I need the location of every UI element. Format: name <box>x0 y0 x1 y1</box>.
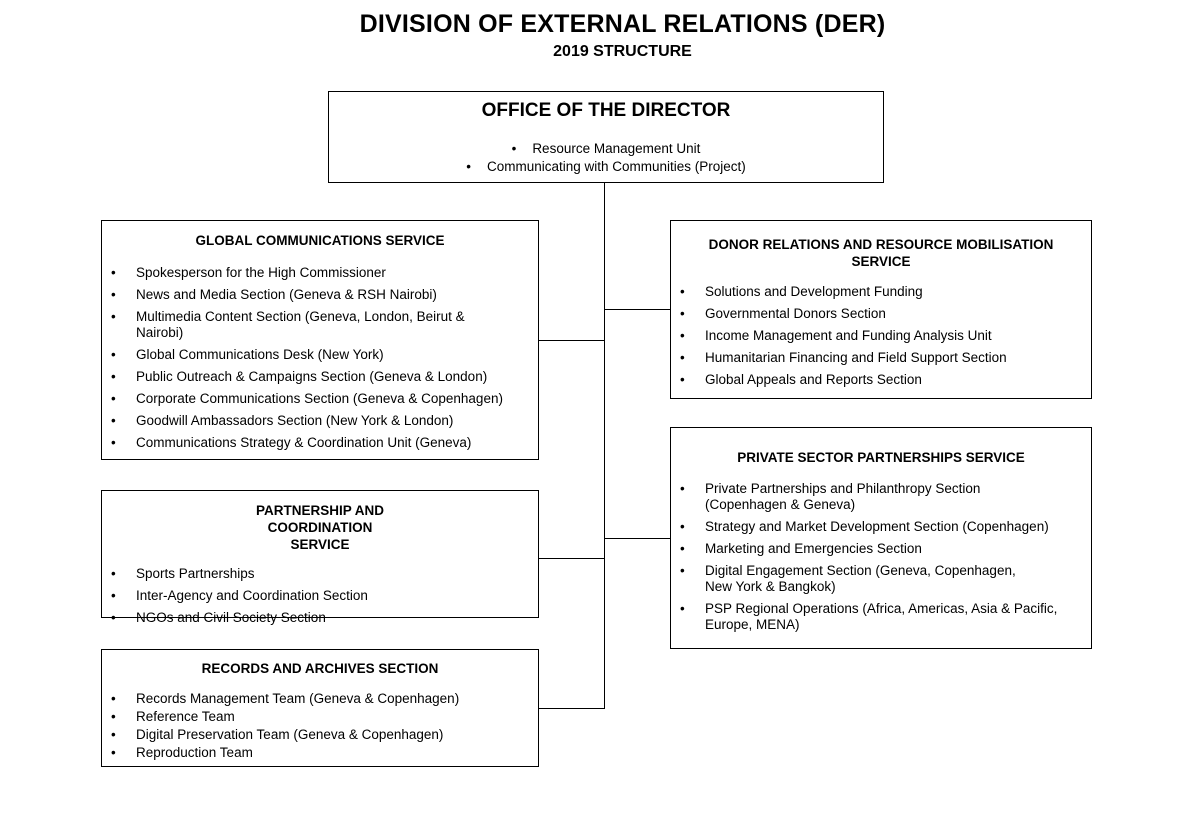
list-item: Strategy and Market Development Section … <box>671 519 1091 535</box>
partnership-coordination-box: PARTNERSHIP AND COORDINATION SERVICE Spo… <box>101 490 539 626</box>
list-item: Marketing and Emergencies Section <box>671 541 1091 557</box>
global-communications-title: GLOBAL COMMUNICATIONS SERVICE <box>195 233 445 248</box>
page-subtitle: 2019 STRUCTURE <box>553 43 692 60</box>
list-item: Private Partnerships and Philanthropy Se… <box>671 481 1091 513</box>
global-communications-box: GLOBAL COMMUNICATIONS SERVICE Spokespers… <box>101 220 539 460</box>
list-item: Corporate Communications Section (Geneva… <box>102 391 538 407</box>
connector-gcs <box>539 340 605 341</box>
records-archives-title: RECORDS AND ARCHIVES SECTION <box>201 661 439 676</box>
office-of-director-title: OFFICE OF THE DIRECTOR <box>481 100 731 121</box>
list-item: Public Outreach & Campaigns Section (Gen… <box>102 369 538 385</box>
list-item: Income Management and Funding Analysis U… <box>671 328 1091 344</box>
list-item: Records Management Team (Geneva & Copenh… <box>102 691 538 707</box>
private-sector-title: PRIVATE SECTOR PARTNERSHIPS SERVICE <box>737 450 1025 465</box>
list-item: Digital Engagement Section (Geneva, Cope… <box>671 563 1091 595</box>
list-item: Sports Partnerships <box>102 566 538 582</box>
list-item: News and Media Section (Geneva & RSH Nai… <box>102 287 538 303</box>
connector-ras <box>539 708 605 709</box>
list-item: Global Communications Desk (New York) <box>102 347 538 363</box>
list-item: Governmental Donors Section <box>671 306 1091 322</box>
list-item: Communications Strategy & Coordination U… <box>102 435 538 451</box>
list-item: PSP Regional Operations (Africa, America… <box>671 601 1091 633</box>
list-item: Humanitarian Financing and Field Support… <box>671 350 1091 366</box>
director-item: Communicating with Communities (Project) <box>329 158 883 176</box>
list-item: Global Appeals and Reports Section <box>671 372 1091 388</box>
list-item: NGOs and Civil Society Section <box>102 610 538 626</box>
list-item: Digital Preservation Team (Geneva & Cope… <box>102 727 538 743</box>
donor-relations-title: DONOR RELATIONS AND RESOURCE MOBILISATIO… <box>708 237 1054 269</box>
list-item: Multimedia Content Section (Geneva, Lond… <box>102 309 538 341</box>
private-sector-box: PRIVATE SECTOR PARTNERSHIPS SERVICE Priv… <box>670 427 1092 649</box>
page-title: DIVISION OF EXTERNAL RELATIONS (DER) <box>359 10 886 38</box>
office-of-director-box: OFFICE OF THE DIRECTOR Resource Manageme… <box>328 91 884 183</box>
list-item: Inter-Agency and Coordination Section <box>102 588 538 604</box>
partnership-coordination-title: PARTNERSHIP AND COORDINATION SERVICE <box>255 503 384 552</box>
list-item: Goodwill Ambassadors Section (New York &… <box>102 413 538 429</box>
list-item: Spokesperson for the High Commissioner <box>102 265 538 281</box>
director-item: Resource Management Unit <box>329 140 883 158</box>
list-item: Reference Team <box>102 709 538 725</box>
connector-drrm <box>604 309 670 310</box>
list-item: Solutions and Development Funding <box>671 284 1091 300</box>
list-item: Reproduction Team <box>102 745 538 761</box>
connector-trunk <box>604 183 605 709</box>
donor-relations-box: DONOR RELATIONS AND RESOURCE MOBILISATIO… <box>670 220 1092 399</box>
connector-psp <box>604 538 670 539</box>
records-archives-box: RECORDS AND ARCHIVES SECTION Records Man… <box>101 649 539 767</box>
connector-pcs <box>539 558 605 559</box>
